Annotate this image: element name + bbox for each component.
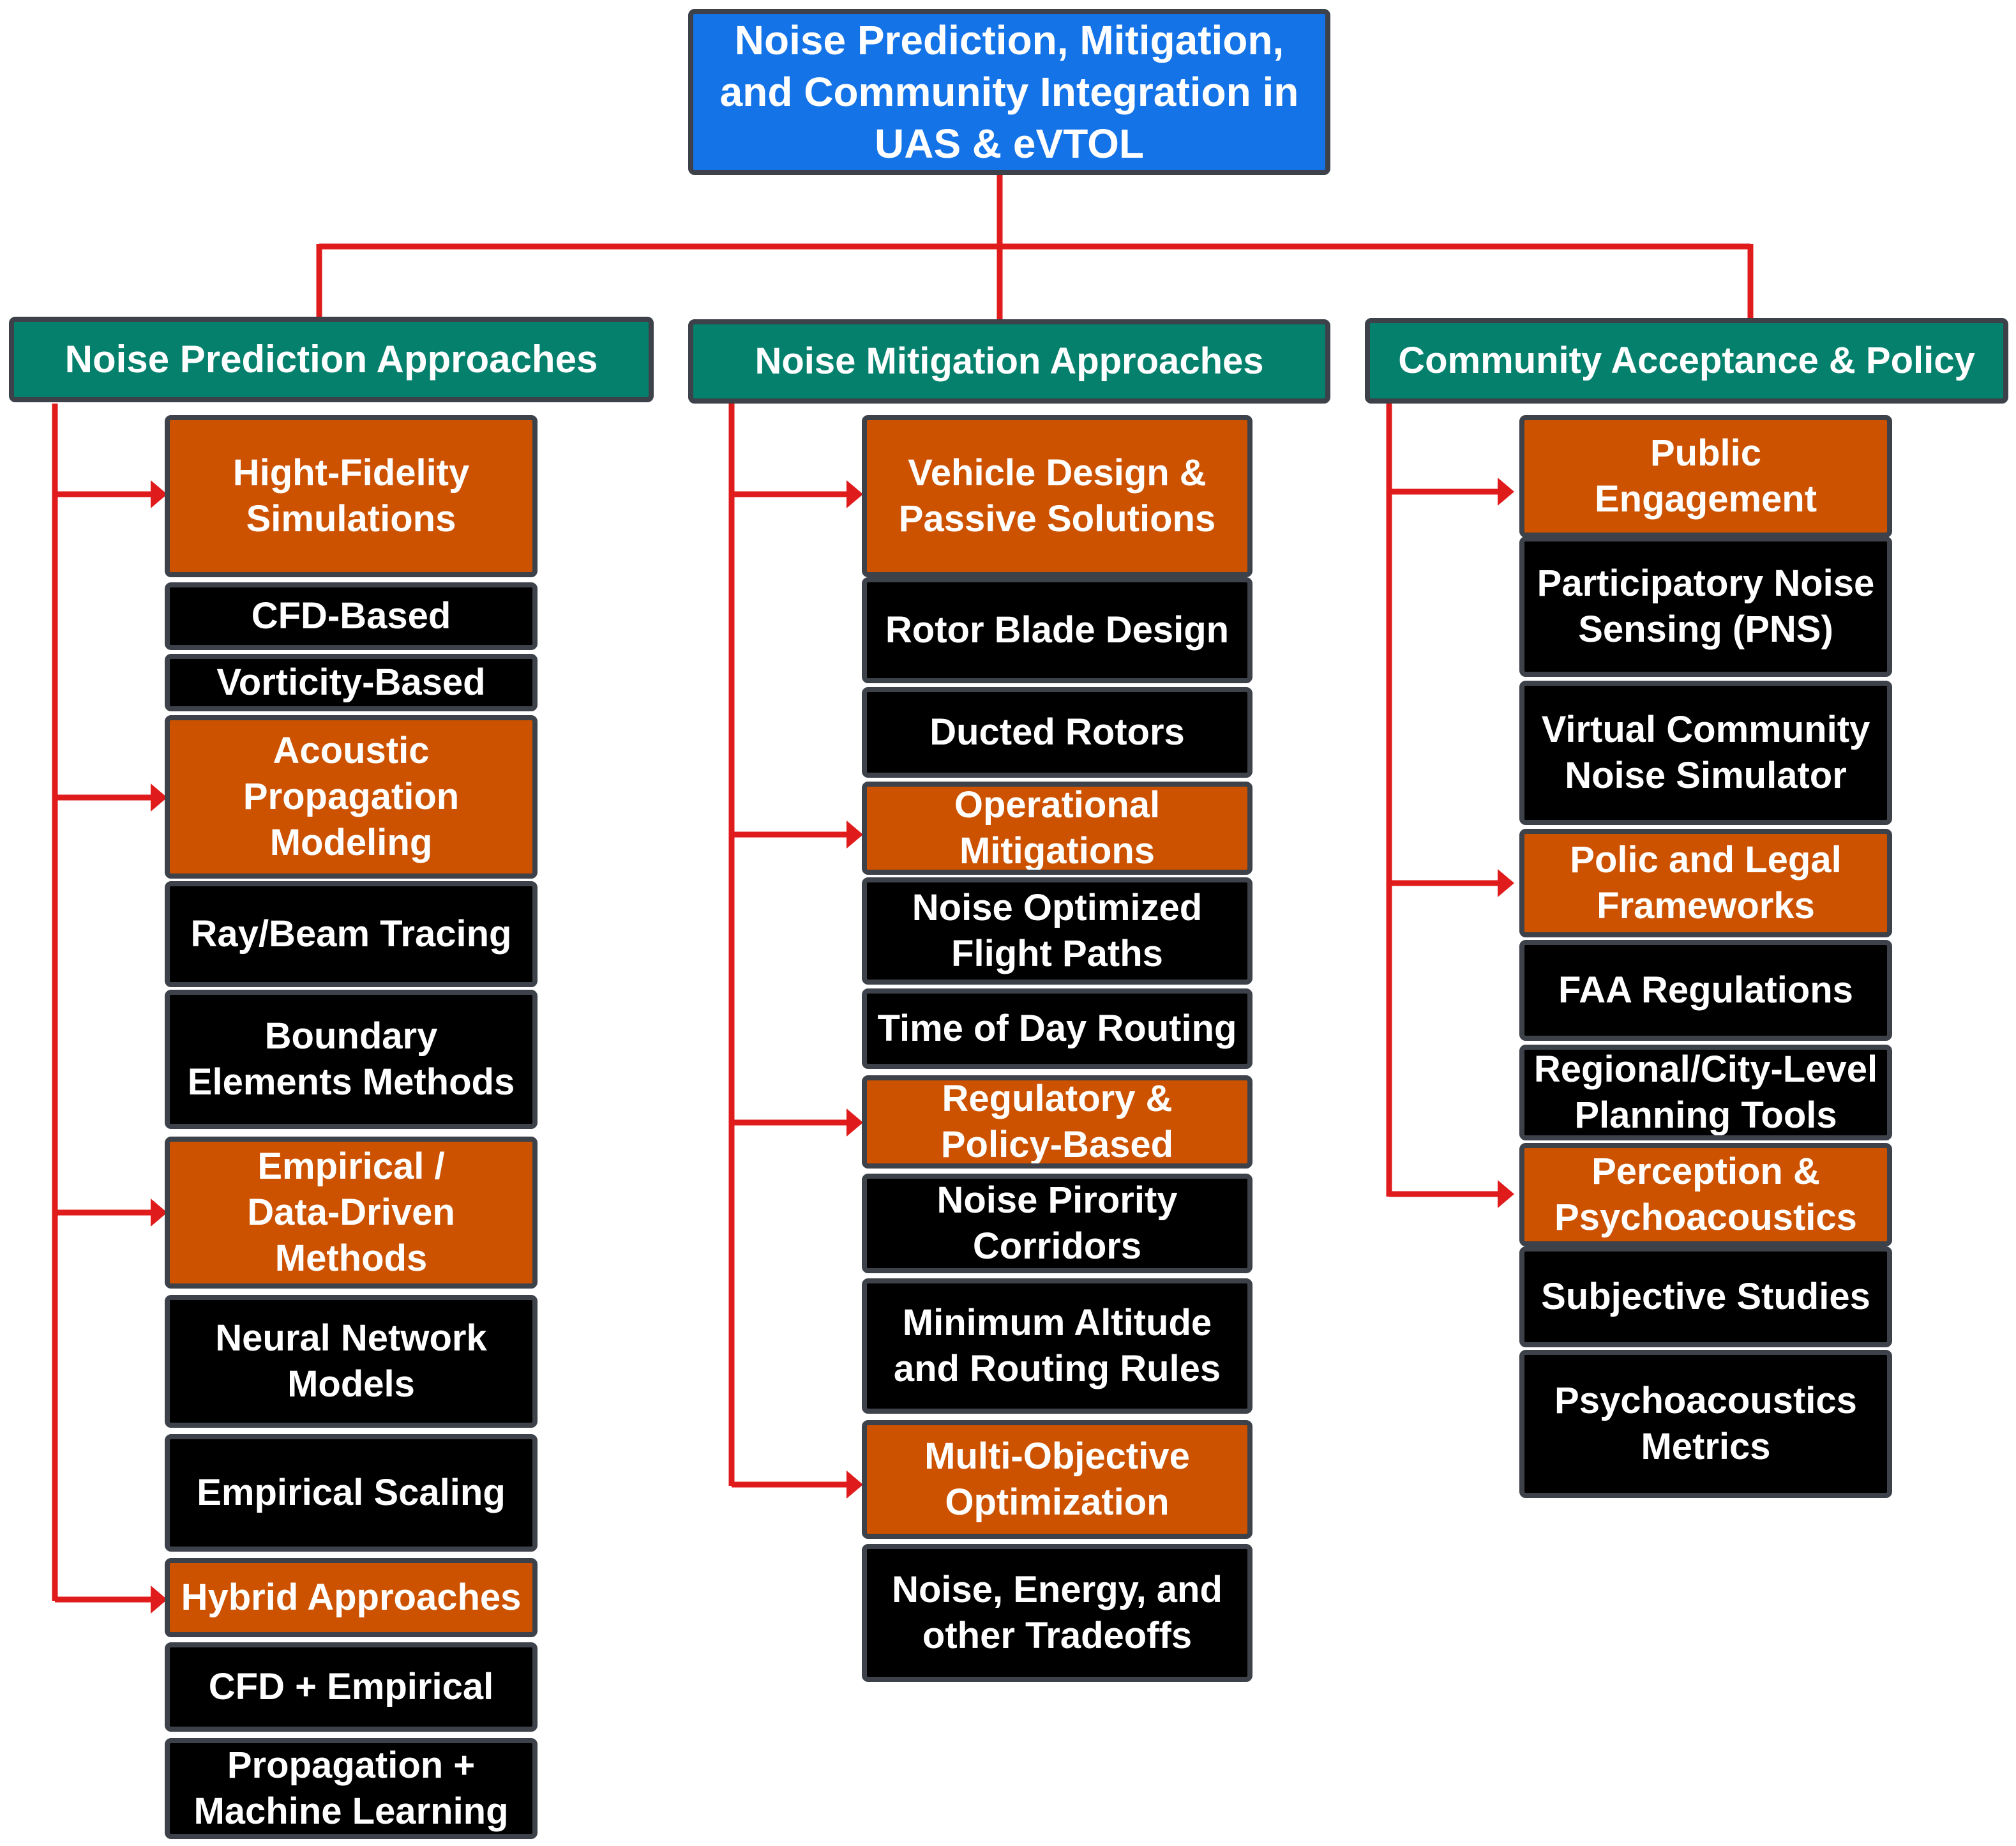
leaf-cfd-based: CFD-Based xyxy=(165,582,538,650)
leaf-subjective-studies: Subjective Studies xyxy=(1519,1246,1892,1347)
leaf-minimum-altitude-routing-rules: Minimum Altitude and Routing Rules xyxy=(862,1278,1252,1414)
root-title-box: Noise Prediction, Mitigation, and Commun… xyxy=(688,9,1330,175)
category-mitigation-header: Noise Mitigation Approaches xyxy=(688,319,1330,404)
leaf-faa-regulations: FAA Regulations xyxy=(1519,940,1892,1041)
leaf-ray-beam-tracing: Ray/Beam Tracing xyxy=(165,881,538,987)
leaf-boundary-elements-methods: Boundary Elements Methods xyxy=(165,990,538,1129)
subcategory-acoustic-propagation-modeling: Acoustic Propagation Modeling xyxy=(165,715,538,879)
leaf-ducted-rotors: Ducted Rotors xyxy=(862,687,1252,778)
arrows-mitigation xyxy=(732,491,846,1488)
arrowhead xyxy=(1498,1180,1514,1208)
leaf-vorticity-based: Vorticity-Based xyxy=(165,654,538,711)
arrowhead xyxy=(846,821,863,849)
arrows-community xyxy=(1389,488,1498,1197)
leaf-psychoacoustics-metrics: Psychoacoustics Metrics xyxy=(1519,1350,1892,1498)
category-prediction-header: Noise Prediction Approaches xyxy=(9,317,654,402)
arrowhead xyxy=(846,1471,863,1499)
arrowhead xyxy=(1498,869,1514,897)
subcategory-operational-mitigations: Operational Mitigations xyxy=(862,782,1252,875)
subcategory-hybrid-approaches: Hybrid Approaches xyxy=(165,1558,538,1637)
arrowhead xyxy=(151,783,167,812)
subcategory-hight-fidelity-simulations: Hight-Fidelity Simulations xyxy=(165,415,538,577)
leaf-propagation-machine-learning: Propagation + Machine Learning xyxy=(165,1738,538,1839)
leaf-time-of-day-routing: Time of Day Routing xyxy=(862,988,1252,1069)
leaf-virtual-community-noise-simulator: Virtual Community Noise Simulator xyxy=(1519,681,1892,825)
subcategory-vehicle-design-passive-solutions: Vehicle Design & Passive Solutions xyxy=(862,415,1252,577)
arrows-prediction xyxy=(55,491,151,1603)
leaf-rotor-blade-design: Rotor Blade Design xyxy=(862,577,1252,683)
leaf-empirical-scaling: Empirical Scaling xyxy=(165,1434,538,1552)
leaf-noise-energy-tradeoffs: Noise, Energy, and other Tradeoffs xyxy=(862,1544,1252,1682)
leaf-cfd-empirical: CFD + Empirical xyxy=(165,1642,538,1732)
leaf-participatory-noise-sensing: Participatory Noise Sensing (PNS) xyxy=(1519,536,1892,677)
arrowhead xyxy=(151,480,167,508)
subcategory-polic-legal-frameworks: Polic and Legal Frameworks xyxy=(1519,829,1892,937)
leaf-noise-optimized-flight-paths: Noise Optimized Flight Paths xyxy=(862,877,1252,985)
arrowhead xyxy=(151,1585,167,1614)
leaf-noise-pirority-corridors: Noise Pirority Corridors xyxy=(862,1174,1252,1273)
arrowhead xyxy=(1498,478,1514,506)
arrowhead xyxy=(151,1199,167,1227)
subcategory-public-engagement: Public Engagement xyxy=(1519,415,1892,538)
subcategory-empirical-data-driven-methods: Empirical / Data-Driven Methods xyxy=(165,1137,538,1289)
arrowhead xyxy=(846,480,863,508)
subcategory-regulatory-policy-based: Regulatory & Policy-Based xyxy=(862,1075,1252,1169)
category-community-header: Community Acceptance & Policy xyxy=(1365,318,2008,404)
leaf-regional-city-planning-tools: Regional/City-Level Planning Tools xyxy=(1519,1045,1892,1140)
subcategory-multi-objective-optimization: Multi-Objective Optimization xyxy=(862,1420,1252,1539)
leaf-neural-network-models: Neural Network Models xyxy=(165,1295,538,1428)
subcategory-perception-psychoacoustics: Perception & Psychoacoustics xyxy=(1519,1143,1892,1246)
arrowhead xyxy=(846,1108,863,1137)
